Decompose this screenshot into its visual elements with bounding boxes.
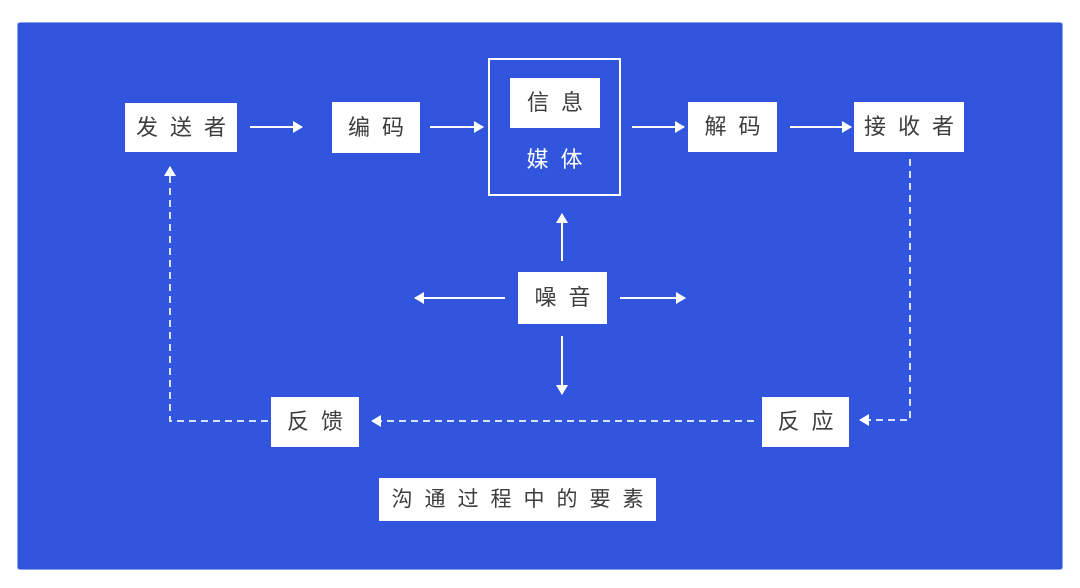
- node-decode-label: 解码: [704, 114, 773, 139]
- node-response-label: 反应: [777, 409, 846, 434]
- node-encode-label: 编码: [347, 114, 416, 140]
- node-media-label: 媒体: [526, 147, 595, 172]
- node-decode: 解码: [688, 102, 777, 152]
- node-receiver-label: 接收者: [863, 114, 966, 139]
- diagram-title: 沟通过程中的要素: [379, 478, 656, 521]
- node-message-label: 信息: [526, 90, 595, 115]
- node-sender: 发送者: [125, 103, 237, 152]
- node-sender-label: 发送者: [135, 114, 238, 140]
- diagram-title-label: 沟通过程中的要素: [391, 488, 656, 511]
- node-feedback: 反馈: [271, 397, 359, 447]
- node-media-frame: [488, 58, 621, 196]
- node-media: 媒体: [488, 147, 621, 173]
- node-feedback-label: 反馈: [286, 409, 355, 434]
- node-noise-label: 噪音: [534, 285, 603, 310]
- node-noise: 噪音: [518, 272, 607, 324]
- node-message: 信息: [510, 78, 600, 128]
- node-receiver: 接收者: [854, 102, 964, 152]
- node-encode: 编码: [332, 102, 420, 153]
- node-response: 反应: [762, 397, 849, 447]
